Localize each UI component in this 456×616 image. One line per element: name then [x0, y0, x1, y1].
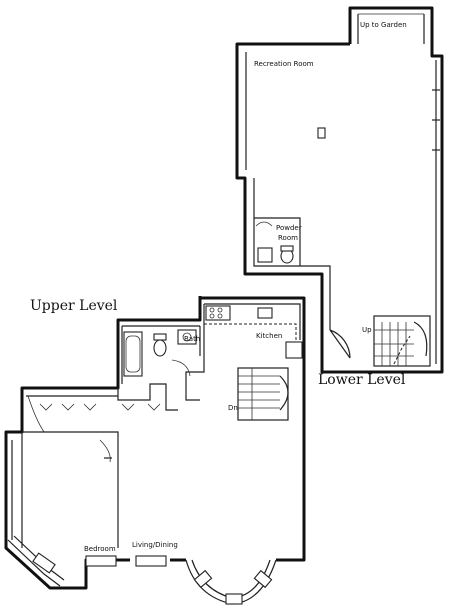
label-upper-level: Upper Level	[30, 298, 118, 314]
bay-window-pane	[253, 569, 273, 589]
bedroom-window-seat	[32, 552, 56, 574]
lower-stair-box	[373, 315, 431, 367]
toilet	[153, 339, 167, 357]
label-powder-room-1: Powder	[276, 224, 302, 232]
bay-window-pane	[225, 593, 243, 605]
label-powder-room-2: Room	[278, 234, 298, 242]
bedroom-walls	[11, 431, 119, 548]
bay-window-pane	[193, 569, 213, 589]
bath-walls	[121, 325, 201, 384]
bedroom-front-window	[85, 555, 117, 567]
floor-fixture	[317, 127, 326, 139]
closet-doors	[39, 403, 161, 411]
toilet-tank	[153, 333, 167, 341]
closet-door-swing	[27, 395, 45, 433]
upper-stair	[237, 367, 289, 421]
label-bedroom: Bedroom	[84, 545, 116, 553]
upper-level-plan	[4, 296, 306, 605]
bath-sink	[177, 329, 197, 345]
bath-door-swing	[171, 359, 191, 377]
upper-level-outer-walls	[4, 296, 306, 590]
powder-room-walls	[254, 217, 301, 266]
kitchen-counter	[204, 323, 297, 340]
powder-room-toilet-tank	[280, 245, 294, 252]
powder-room-door-swing	[255, 221, 273, 227]
refrigerator	[285, 341, 303, 359]
label-kitchen: Kitchen	[256, 332, 282, 340]
bedroom-door-swing	[99, 439, 111, 463]
kitchen-sink	[257, 307, 273, 319]
bathtub	[123, 331, 143, 377]
garden-stair-walls	[348, 6, 434, 44]
label-dn: Dn	[228, 404, 238, 412]
label-up-to-garden: Up to Garden	[360, 21, 407, 29]
label-up: Up	[362, 326, 372, 334]
label-bath: Bath	[184, 335, 200, 343]
kitchen-range	[205, 305, 231, 321]
lower-level-plan	[235, 6, 444, 374]
recreation-room-walls	[235, 42, 444, 374]
label-lower-level: Lower Level	[318, 372, 406, 388]
living-front-window	[135, 555, 167, 567]
kitchen-walls	[185, 303, 301, 401]
lower-door-swing	[329, 329, 351, 359]
recreation-room-inner-walls	[245, 52, 437, 364]
closet-wall	[26, 383, 178, 411]
lower-stair	[373, 315, 431, 367]
label-living-dining: Living/Dining	[132, 541, 178, 549]
powder-room-sink	[257, 247, 273, 263]
label-recreation-room: Recreation Room	[254, 60, 314, 68]
